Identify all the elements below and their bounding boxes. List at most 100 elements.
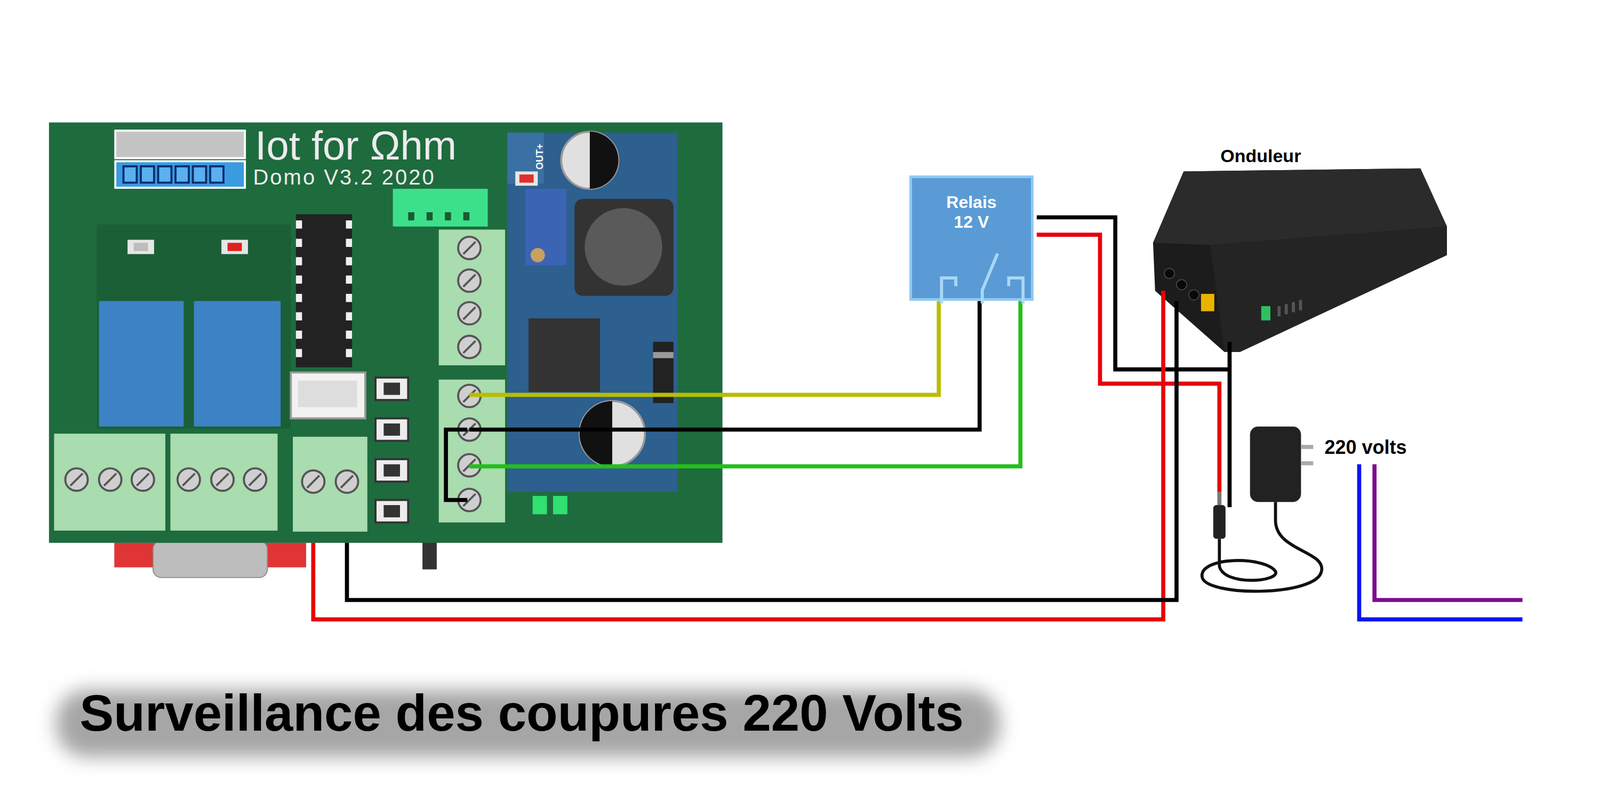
ups-art-part-part <box>1284 304 1288 315</box>
board-art-part-part <box>375 377 408 400</box>
board-art-part-part <box>375 459 408 482</box>
wiring-part <box>445 429 468 500</box>
board-art-part-part <box>458 335 481 358</box>
power-adapter-part <box>1217 491 1222 506</box>
board-art-part <box>584 208 662 286</box>
board-art-part <box>408 212 470 221</box>
board-art-part <box>133 242 149 251</box>
board-art-part <box>579 401 613 467</box>
board-art-part <box>528 318 600 392</box>
wire-connector <box>469 300 939 395</box>
board-art-part <box>158 166 172 183</box>
board-art-part-part <box>65 468 88 491</box>
board-art-part <box>574 198 674 296</box>
board-art-part-part <box>426 212 433 221</box>
board-art-part <box>153 540 268 578</box>
ups-art-part <box>1277 300 1302 317</box>
wire-connector <box>347 300 1177 600</box>
board-art-part <box>530 248 546 263</box>
board-art-part-part <box>458 269 481 292</box>
board-art-part-part <box>182 473 195 486</box>
board-art-part <box>97 224 292 429</box>
board-art-part <box>525 188 567 266</box>
ups-art-part <box>1164 268 1175 279</box>
board-brand: Iot for Ωhm <box>254 125 457 166</box>
board-art-part-part <box>296 312 302 320</box>
board-art-part <box>127 240 155 255</box>
board-art-part <box>193 166 207 183</box>
relay-label: Relais 12 V <box>939 192 1004 232</box>
board-art-part <box>422 540 437 570</box>
board-art-part <box>65 236 481 512</box>
board-art-part <box>507 132 544 184</box>
board-art-part-part <box>463 241 476 254</box>
diagram-title: Surveillance des coupures 220 Volts <box>79 683 964 743</box>
board-art-part <box>70 241 476 507</box>
wiring-part <box>1374 464 1523 600</box>
board-art-part <box>561 131 619 189</box>
board-art-part <box>528 491 574 519</box>
board-art-part <box>115 161 245 188</box>
board-art-part-part <box>249 473 262 486</box>
board-model: Domo V3.2 2020 <box>252 166 436 188</box>
board-art-part <box>290 372 366 419</box>
switch-lines <box>941 253 1023 304</box>
board-art-part-part <box>444 212 451 221</box>
board-art-part <box>515 171 538 186</box>
board-art-part-part <box>301 470 325 493</box>
voltage-label: 220 volts <box>1324 436 1407 459</box>
relay-box: Relais 12 V <box>909 175 1034 301</box>
board-art-part-part <box>346 312 352 320</box>
wiring-part <box>1036 234 1220 492</box>
wiring-part <box>1227 341 1232 508</box>
board-art-part <box>115 130 245 159</box>
ups-art-part <box>1210 226 1447 352</box>
wire-connector <box>313 290 1164 620</box>
board-art-part-part <box>296 257 302 266</box>
board-art-part-part <box>346 238 352 247</box>
board-art-part-part <box>463 212 470 221</box>
switch-lines-part <box>981 253 998 304</box>
board-art-part-part <box>463 340 476 354</box>
board-art-part <box>438 229 506 365</box>
ups-unit: Onduleur <box>1153 168 1447 352</box>
board-art-part <box>227 242 243 251</box>
wire-connector <box>469 300 1021 467</box>
board-art-part-part <box>346 330 352 339</box>
board-art-part-part <box>296 220 302 229</box>
board-art-part <box>532 496 548 515</box>
board-art-part-part <box>408 212 414 221</box>
ups-art <box>1153 168 1447 352</box>
board-art-part-part <box>70 473 83 486</box>
power-adapter-part <box>1213 505 1226 539</box>
board-art-part <box>589 131 619 189</box>
board-art-part-part <box>383 505 400 518</box>
circuit-board: Iot for ΩhmDomo V3.2 2020 <box>49 122 723 543</box>
ups-art-part <box>1188 289 1199 300</box>
board-art-part <box>99 300 184 427</box>
board-art-part <box>579 401 645 467</box>
board-art-part-part <box>177 468 200 491</box>
switch-lines-part <box>941 277 956 304</box>
pin-label: OUT+ <box>534 143 545 170</box>
board-art-part <box>210 166 224 183</box>
board-art-part <box>140 166 155 183</box>
board-art-part-part <box>131 468 155 491</box>
board-art-part <box>553 496 568 515</box>
power-adapter-part <box>1300 444 1314 450</box>
board-art-part <box>652 352 674 358</box>
board-art-part-part <box>211 468 234 491</box>
board-art-part-part <box>104 473 117 486</box>
board-art-part-part <box>346 293 352 302</box>
board-art-part-part <box>296 293 302 302</box>
power-adapter-part <box>1250 426 1302 503</box>
board-art-part-part <box>458 301 481 325</box>
board-art-part-part <box>383 423 400 436</box>
board-art-part-part <box>463 274 476 287</box>
ups-art-part-part <box>1299 300 1303 311</box>
board-art-part-part <box>383 464 400 477</box>
board-art-part-part <box>346 275 352 284</box>
